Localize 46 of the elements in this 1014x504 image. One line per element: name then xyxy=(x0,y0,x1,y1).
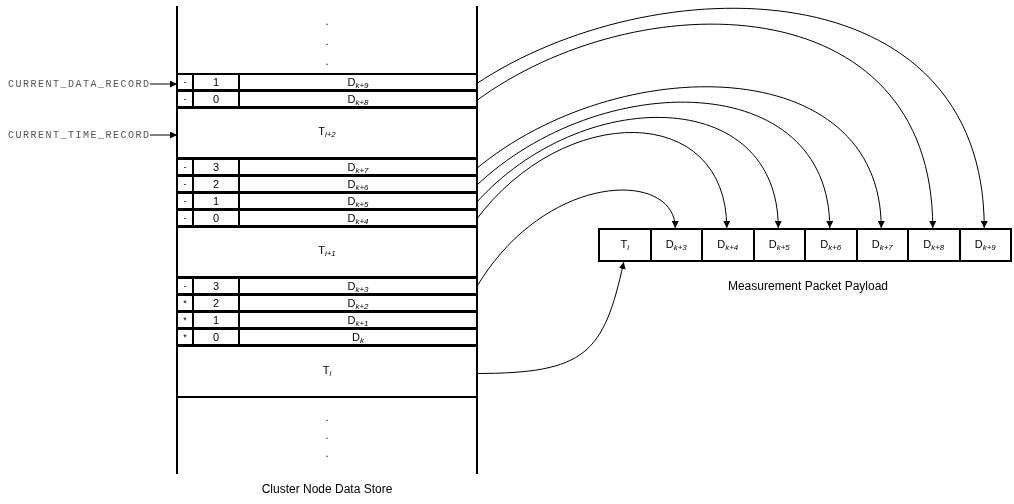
data-value: D$_{k}$ xyxy=(351,330,365,344)
arrow xyxy=(475,132,730,229)
arrow xyxy=(475,117,781,229)
data-record-row xyxy=(178,73,476,91)
data-store-column xyxy=(176,6,478,474)
data-value: D$_{k+2}$ xyxy=(346,296,370,310)
node-label: Cluster Node Data Store xyxy=(261,482,393,496)
data-value: D$_{k+7}$ xyxy=(346,160,370,174)
data-value: D$_{k+4}$ xyxy=(346,211,370,225)
data-value: D$_{k+3}$ xyxy=(346,279,370,293)
time-record-row xyxy=(178,345,476,398)
arrow xyxy=(475,86,884,229)
time-value: T$_{i}$ xyxy=(322,364,332,379)
arrow xyxy=(149,80,178,88)
ellipsis-dot: . xyxy=(325,430,329,441)
time-value: T$_{i+2}$ xyxy=(318,126,336,140)
data-value: D$_{k+1}$ xyxy=(346,313,370,327)
data-record-row xyxy=(178,311,476,329)
time-record-row xyxy=(178,107,476,159)
ellipsis-dot: . xyxy=(325,448,329,459)
data-value: D$_{k+9}$ xyxy=(346,75,370,89)
ellipsis-dot: . xyxy=(325,16,329,27)
node-label: Measurement Packet Payload xyxy=(727,279,889,293)
data-value: D$_{k+5}$ xyxy=(346,194,370,208)
ellipsis-dot: . xyxy=(325,56,329,67)
data-record-row xyxy=(178,277,476,295)
arrow xyxy=(475,23,936,229)
arrow xyxy=(475,261,626,374)
data-value: D$_{k+6}$ xyxy=(346,177,370,191)
data-record-row xyxy=(178,192,476,210)
data-value: D$_{k+8}$ xyxy=(346,92,370,106)
data-record-row xyxy=(178,158,476,176)
ellipsis-dot: . xyxy=(325,412,329,423)
arrow xyxy=(149,131,178,139)
pointer-label: CURRENT_DATA_RECORD xyxy=(8,78,150,90)
arrow xyxy=(475,102,833,229)
data-record-row xyxy=(178,294,476,312)
arrow xyxy=(475,7,987,229)
data-record-row xyxy=(178,209,476,227)
time-value: T$_{i+1}$ xyxy=(318,245,336,259)
pointer-label: CURRENT_TIME_RECORD xyxy=(8,129,150,141)
data-record-row xyxy=(178,90,476,108)
data-record-row xyxy=(178,175,476,193)
time-record-row xyxy=(178,226,476,278)
ellipsis-dot: . xyxy=(325,36,329,47)
data-record-row xyxy=(178,328,476,346)
